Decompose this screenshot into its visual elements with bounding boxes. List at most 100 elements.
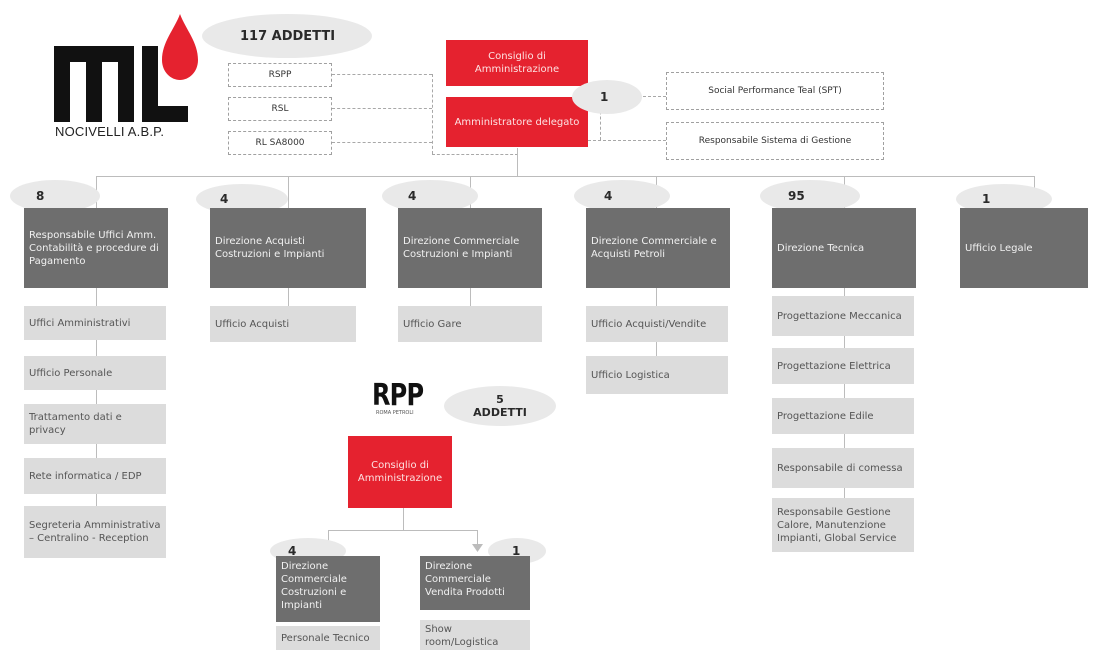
ceo-connector — [517, 148, 518, 176]
rpp-arrow-icon — [472, 544, 483, 552]
rpp-board-box: Consiglio di Amministrazione — [348, 436, 452, 508]
board-label: Consiglio di Amministrazione — [474, 51, 560, 75]
company-name: NOCIVELLI A.B.P. — [55, 124, 165, 139]
link-count-badge: 1 — [572, 80, 642, 114]
staff-box-rspp: RSPP — [228, 63, 332, 87]
staff-label: RSL — [271, 104, 289, 114]
dept-drop-line — [288, 176, 289, 208]
dept-count: 95 — [788, 189, 805, 203]
sub-box: Ufficio Logistica — [586, 356, 728, 394]
staff-connector — [432, 74, 433, 154]
dept-box: Direzione Commerciale Costruzioni e Impi… — [398, 208, 542, 288]
staff-label: Social Performance Teal (SPT) — [708, 86, 842, 96]
sub-box: Trattamento dati e privacy — [24, 404, 166, 444]
staff-connector — [332, 108, 432, 109]
staff-right-connector — [588, 140, 666, 141]
rpp-sub-label: Personale Tecnico — [281, 632, 370, 644]
rpp-logo-sub: ROMA PETROLI — [376, 410, 414, 416]
sub-label: Ufficio Personale — [29, 367, 113, 379]
dept-count-badge: 4 — [382, 180, 478, 212]
dept-count-badge: 95 — [760, 180, 860, 212]
staff-box-rl-sa8000: RL SA8000 — [228, 131, 332, 155]
dept-count-badge: 4 — [574, 180, 670, 212]
rpp-dept-count: 1 — [512, 544, 521, 558]
rpp-sub-box: Show room/Logistica — [420, 620, 530, 650]
dept-title: Responsabile Uffici Amm. Contabilità e p… — [29, 229, 159, 267]
dept-count: 4 — [220, 192, 229, 206]
rpp-connector — [328, 530, 329, 546]
rpp-sub-box: Personale Tecnico — [276, 626, 380, 650]
rpp-headcount-num: 5 — [496, 393, 504, 406]
dept-box: Direzione Tecnica — [772, 208, 916, 288]
board-box: Consiglio di Amministrazione — [446, 40, 588, 86]
headcount-text: 117 ADDETTI — [240, 28, 336, 44]
sub-box: Rete informatica / EDP — [24, 458, 166, 494]
staff-right-connector — [600, 96, 601, 140]
rpp-dept-box: Direzione Commerciale Costruzioni e Impi… — [276, 556, 380, 622]
company-logo — [50, 12, 200, 132]
dept-count: 8 — [36, 189, 45, 203]
sub-connector — [844, 288, 845, 498]
dept-box: Responsabile Uffici Amm. Contabilità e p… — [24, 208, 168, 288]
dept-box: Ufficio Legale — [960, 208, 1088, 288]
rpp-headcount-badge: 5 ADDETTI — [444, 386, 556, 426]
sub-label: Ufficio Logistica — [591, 369, 670, 381]
sub-label: Progettazione Edile — [777, 410, 874, 422]
dept-bus-line — [96, 176, 1034, 177]
dept-count: 1 — [982, 192, 991, 206]
link-count-text: 1 — [600, 90, 609, 104]
staff-box-rsl: RSL — [228, 97, 332, 121]
sub-label: Uffici Amministrativi — [29, 317, 131, 329]
sub-label: Responsabile di comessa — [777, 462, 903, 474]
rpp-dept-title: Direzione Commerciale Costruzioni e Impi… — [281, 561, 347, 611]
dept-title: Direzione Tecnica — [777, 242, 865, 254]
sub-label: Ufficio Acquisti — [215, 318, 290, 330]
dept-title: Ufficio Legale — [965, 242, 1033, 254]
sub-connector — [470, 288, 471, 306]
dept-box: Direzione Acquisti Costruzioni e Impiant… — [210, 208, 366, 288]
rpp-sub-label: Show room/Logistica — [425, 624, 499, 648]
dept-title: Direzione Commerciale Costruzioni e Impi… — [403, 236, 520, 260]
sub-label: Rete informatica / EDP — [29, 470, 142, 482]
sub-connector — [288, 288, 289, 306]
rpp-connector — [328, 530, 478, 531]
sub-label: Responsabile Gestione Calore, Manutenzio… — [777, 506, 897, 544]
sub-box: Progettazione Edile — [772, 398, 914, 434]
sub-label: Ufficio Acquisti/Vendite — [591, 318, 707, 330]
dept-count-badge: 8 — [10, 180, 100, 212]
dept-box: Direzione Commerciale e Acquisti Petroli — [586, 208, 730, 288]
sub-label: Progettazione Elettrica — [777, 360, 891, 372]
staff-box-sistema-gestione: Responsabile Sistema di Gestione — [666, 122, 884, 160]
staff-label: RL SA8000 — [255, 138, 305, 148]
headcount-badge: 117 ADDETTI — [202, 14, 372, 58]
ceo-box: Amministratore delegato — [446, 97, 588, 147]
dept-count: 4 — [408, 189, 417, 203]
dept-title: Direzione Commerciale e Acquisti Petroli — [591, 236, 717, 260]
rpp-logo-text: RPP — [372, 378, 424, 413]
sub-box: Ufficio Acquisti — [210, 306, 356, 342]
rpp-dept-box: Direzione Commerciale Vendita Prodotti — [420, 556, 530, 610]
sub-box: Uffici Amministrativi — [24, 306, 166, 340]
sub-box: Progettazione Meccanica — [772, 296, 914, 336]
sub-box: Responsabile Gestione Calore, Manutenzio… — [772, 498, 914, 552]
dept-count: 4 — [604, 189, 613, 203]
sub-box: Segreteria Amministrativa – Centralino -… — [24, 506, 166, 558]
staff-connector — [332, 142, 432, 143]
sub-label: Ufficio Gare — [403, 318, 462, 330]
staff-label: Responsabile Sistema di Gestione — [698, 136, 852, 146]
rpp-dept-title: Direzione Commerciale Vendita Prodotti — [425, 561, 505, 598]
sub-label: Trattamento dati e privacy — [29, 412, 122, 436]
rpp-connector — [403, 508, 404, 530]
sub-box: Ufficio Personale — [24, 356, 166, 390]
sub-box: Ufficio Gare — [398, 306, 542, 342]
staff-connector — [432, 154, 518, 155]
rpp-connector — [477, 530, 478, 546]
sub-connector — [96, 288, 97, 506]
sub-box: Responsabile di comessa — [772, 448, 914, 488]
sub-label: Segreteria Amministrativa – Centralino -… — [29, 520, 161, 544]
sub-box: Progettazione Elettrica — [772, 348, 914, 384]
staff-box-spt: Social Performance Teal (SPT) — [666, 72, 884, 110]
rpp-dept-count: 4 — [288, 544, 297, 558]
rpp-logo: RPP ROMA PETROLI — [372, 380, 442, 420]
ceo-label: Amministratore delegato — [454, 116, 580, 128]
